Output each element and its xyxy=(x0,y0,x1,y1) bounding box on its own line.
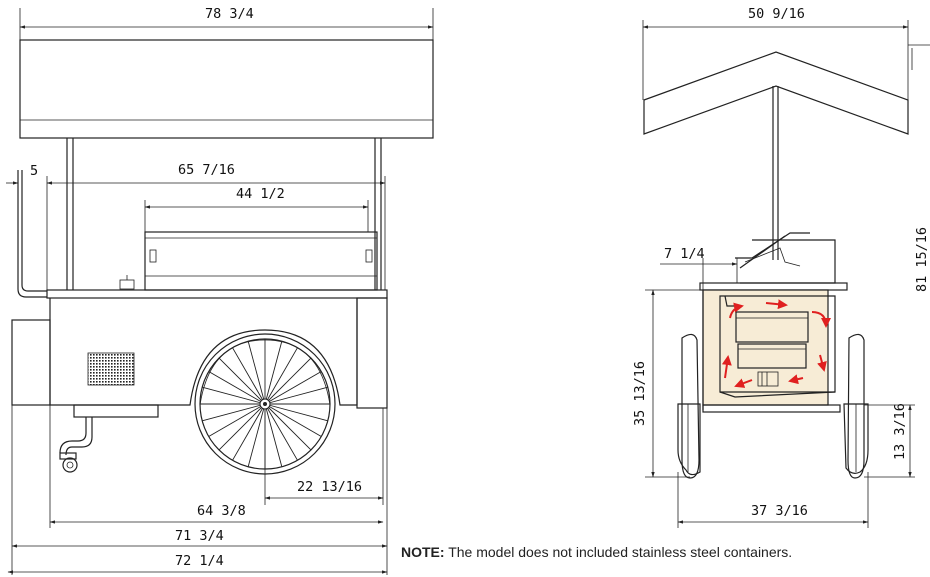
wheel-spoke xyxy=(264,403,312,451)
note: NOTE: The model does not included stainl… xyxy=(401,544,792,560)
wheel-spoke xyxy=(264,341,283,405)
side-roof xyxy=(643,51,909,135)
wheel-spoke xyxy=(264,357,312,405)
container-lower xyxy=(737,343,807,369)
wheel-spoke xyxy=(202,403,266,422)
dim-counter-width: 44 1/2 xyxy=(236,186,285,202)
note-text: The model does not included stainless st… xyxy=(448,544,793,560)
wheel-spoke xyxy=(264,403,328,422)
note-label: NOTE: xyxy=(401,544,445,560)
front-canopy xyxy=(19,39,434,139)
dim-side-roof-width: 50 9/16 xyxy=(748,6,805,22)
dim-side-lid-offset: 7 1/4 xyxy=(664,246,705,262)
dim-handle-offset: 5 xyxy=(30,163,38,179)
side-view: 50 9/16 7 1/4 81 15/16 35 13/16 13 3/16 … xyxy=(632,6,930,528)
vent-grille xyxy=(87,352,135,386)
wheel-spoke xyxy=(264,403,298,461)
wheel-spoke xyxy=(264,371,322,405)
wheel-spoke xyxy=(232,403,266,461)
wheel-spoke xyxy=(208,403,266,437)
dim-top-width: 78 3/4 xyxy=(205,6,254,22)
airflow-arrows xyxy=(721,299,831,388)
wheel-spoke xyxy=(264,347,298,405)
wheel-spoke xyxy=(264,403,322,437)
wheel-spoke xyxy=(264,386,328,405)
wheel-spoke xyxy=(264,403,283,467)
dim-side-total-height: 81 15/16 xyxy=(914,227,930,292)
container-upper xyxy=(735,311,809,343)
cart-body xyxy=(49,298,358,406)
wheel-spoke xyxy=(247,341,266,405)
dim-pole-span: 65 7/16 xyxy=(178,162,235,178)
dim-side-wheel-height: 13 3/16 xyxy=(892,403,908,460)
wheel-spoke xyxy=(218,357,266,405)
display-case xyxy=(144,231,378,291)
wheel-spoke xyxy=(208,371,266,405)
wheel-spoke xyxy=(232,347,266,405)
wheel-spoke xyxy=(218,403,266,451)
wheel-spoke xyxy=(247,403,266,467)
side-body xyxy=(702,289,829,406)
dim-overall-width-a: 71 3/4 xyxy=(175,528,224,544)
counter-top xyxy=(46,289,388,299)
wheel-spoke xyxy=(202,386,266,405)
dim-wheel-offset: 22 13/16 xyxy=(297,479,362,495)
dim-side-base-width: 37 3/16 xyxy=(751,503,808,519)
dim-side-body-height: 35 13/16 xyxy=(632,361,648,426)
front-view: 78 3/4 65 7/16 5 44 1/2 22 13/16 64 3/8 … xyxy=(6,6,434,575)
dim-overall-width-b: 72 1/4 xyxy=(175,553,224,569)
dim-base-width: 64 3/8 xyxy=(197,503,246,519)
caster-wheel xyxy=(62,457,78,473)
